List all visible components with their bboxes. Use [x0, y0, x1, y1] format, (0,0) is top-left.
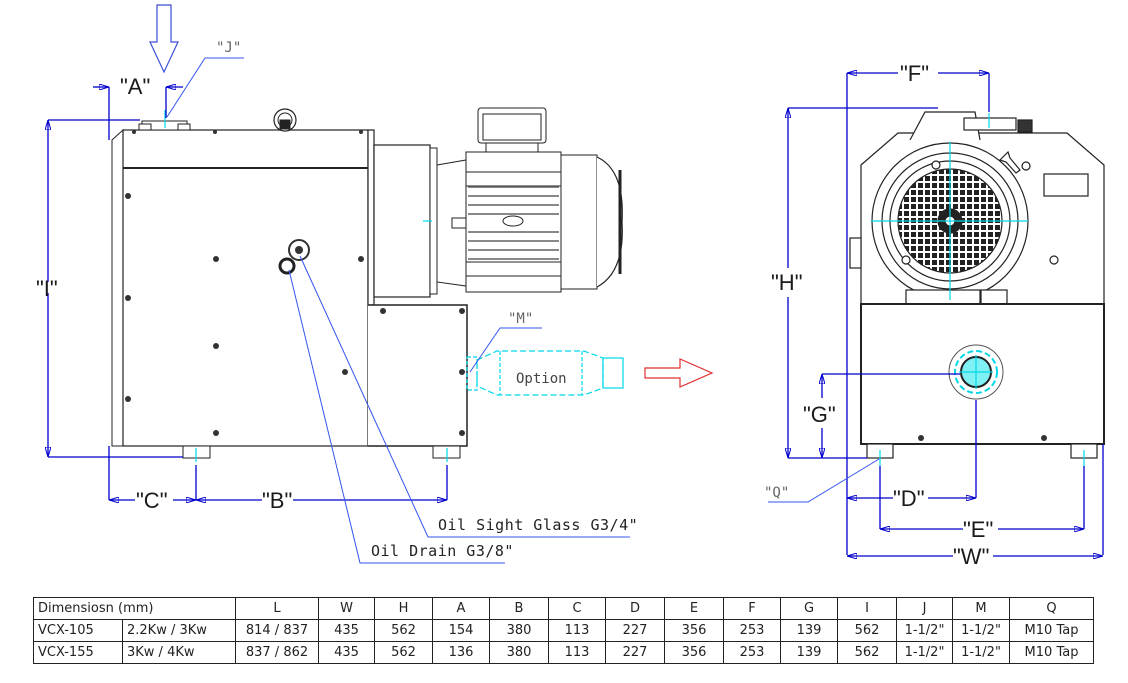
table-row: VCX-105 2.2Kw / 3Kw 814 / 837 435 562 15…	[33, 619, 1094, 642]
column-header: H	[374, 597, 433, 620]
value-cell: 837 / 862	[235, 641, 319, 664]
dimensions-table: Dimensiosn (mm) L W H A B C D E F G I J …	[33, 597, 1094, 664]
column-header: J	[896, 597, 953, 620]
front-pump-body	[849, 111, 1105, 459]
table-header-row: Dimensiosn (mm) L W H A B C D E F G I J …	[33, 597, 1094, 620]
column-header: L	[235, 597, 319, 620]
side-view: Option	[36, 4, 714, 564]
callout-Q: "Q"	[764, 485, 789, 501]
column-header: Q	[1009, 597, 1094, 620]
value-cell: M10 Tap	[1009, 619, 1094, 642]
value-cell: 814 / 837	[235, 619, 319, 642]
value-cell: 435	[318, 619, 375, 642]
pump-body	[111, 108, 468, 459]
front-leaders	[768, 458, 880, 503]
value-cell: M10 Tap	[1009, 641, 1094, 664]
value-cell: 562	[837, 641, 897, 664]
value-cell: 1-1/2"	[952, 619, 1010, 642]
dimension-label-F: "F"	[900, 61, 929, 86]
dimension-label-H: "H"	[771, 270, 803, 295]
value-cell: 356	[664, 619, 724, 642]
power-cell: 2.2Kw / 3Kw	[122, 619, 236, 642]
dimension-label-E: "E"	[963, 517, 993, 542]
front-dimension-lines	[788, 73, 1104, 556]
dimension-label-C: "C"	[136, 488, 168, 513]
inlet-flow-arrow	[149, 4, 179, 74]
front-centerlines	[871, 113, 1085, 466]
value-cell: 562	[837, 619, 897, 642]
model-cell: VCX-105	[33, 619, 123, 642]
rotation-arrow-icon	[998, 150, 1021, 174]
column-header: I	[837, 597, 897, 620]
option-label: Option	[516, 371, 567, 387]
value-cell: 154	[432, 619, 490, 642]
value-cell: 562	[374, 619, 433, 642]
dimension-label-W: "W"	[953, 544, 989, 569]
side-leaders	[166, 57, 630, 564]
column-header: F	[723, 597, 781, 620]
value-cell: 227	[605, 619, 665, 642]
column-header: D	[605, 597, 665, 620]
value-cell: 113	[548, 641, 606, 664]
value-cell: 435	[318, 641, 375, 664]
value-cell: 227	[605, 641, 665, 664]
dimension-label-D: "D"	[893, 486, 925, 511]
value-cell: 356	[664, 641, 724, 664]
column-header: A	[432, 597, 490, 620]
column-header: E	[664, 597, 724, 620]
table-row: VCX-155 3Kw / 4Kw 837 / 862 435 562 136 …	[33, 641, 1094, 664]
callout-oil-drain: Oil Drain G3/8"	[371, 542, 514, 560]
dimension-label-I: "I"	[36, 276, 58, 301]
power-cell: 3Kw / 4Kw	[122, 641, 236, 664]
value-cell: 253	[723, 641, 781, 664]
value-cell: 380	[489, 619, 549, 642]
column-header: W	[318, 597, 375, 620]
option-silencer	[466, 350, 624, 396]
dimension-label-G: "G"	[803, 402, 836, 427]
callout-M: "M"	[508, 311, 533, 327]
front-view: "F" "H" "G" "D" "E" "W" "Q"	[764, 61, 1105, 569]
callout-J: "J"	[216, 40, 241, 56]
value-cell: 139	[780, 641, 838, 664]
side-bolts	[125, 130, 465, 436]
value-cell: 380	[489, 641, 549, 664]
value-cell: 113	[548, 619, 606, 642]
column-header: B	[489, 597, 549, 620]
value-cell: 1-1/2"	[896, 641, 953, 664]
callout-oil-sight-glass: Oil Sight Glass G3/4"	[438, 516, 638, 534]
motor	[436, 107, 623, 293]
column-header: G	[780, 597, 838, 620]
side-centerlines	[164, 110, 448, 462]
model-cell: VCX-155	[33, 641, 123, 664]
value-cell: 136	[432, 641, 490, 664]
table-title: Dimensiosn (mm)	[33, 597, 236, 620]
outlet-flow-arrow	[644, 358, 714, 388]
technical-drawing: Option	[36, 4, 1105, 569]
column-header: C	[548, 597, 606, 620]
dimension-label-A: "A"	[120, 74, 150, 99]
value-cell: 1-1/2"	[896, 619, 953, 642]
side-dimension-lines	[48, 87, 448, 500]
oil-ports	[278, 239, 310, 275]
value-cell: 1-1/2"	[952, 641, 1010, 664]
value-cell: 253	[723, 619, 781, 642]
front-bolts	[918, 435, 1047, 441]
oil-drain-icon	[278, 257, 296, 275]
dimension-label-B: "B"	[262, 488, 292, 513]
value-cell: 562	[374, 641, 433, 664]
value-cell: 139	[780, 619, 838, 642]
column-header: M	[952, 597, 1010, 620]
